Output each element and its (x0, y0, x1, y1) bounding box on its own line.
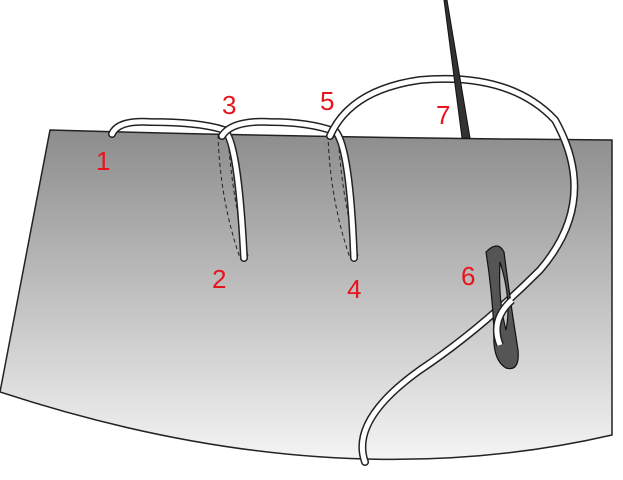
label-2: 2 (212, 264, 226, 294)
label-1: 1 (96, 146, 110, 176)
label-7: 7 (436, 100, 450, 130)
label-3: 3 (222, 90, 236, 120)
thread (108, 74, 579, 466)
needle-top (443, 0, 471, 139)
fabric (0, 129, 613, 461)
label-4: 4 (347, 274, 361, 304)
label-5: 5 (320, 86, 334, 116)
label-6: 6 (461, 261, 475, 291)
